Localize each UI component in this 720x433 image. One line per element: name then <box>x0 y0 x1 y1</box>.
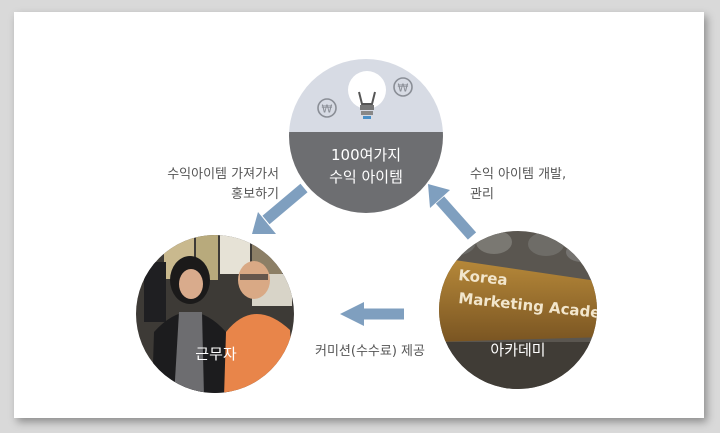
edge-label-right-left: 커미션(수수료) 제공 <box>315 344 425 359</box>
worker-photo <box>136 235 294 393</box>
academy-photo: Korea Marketing Academy <box>439 231 597 389</box>
edge-label-center-left-line1: 수익아이템 가져가서 <box>167 167 279 182</box>
academy-node: Korea Marketing Academy 아카데미 <box>439 231 597 389</box>
arrow-center-to-left <box>252 183 308 234</box>
academy-node-label: 아카데미 <box>490 341 545 359</box>
academy-sign-line1: Korea <box>458 266 509 289</box>
edge-label-center-left-line2: 홍보하기 <box>231 187 279 202</box>
center-node-label-line1: 100여가지 <box>331 146 401 164</box>
edge-label-right-center-line2: 관리 <box>470 187 494 202</box>
arrow-right-to-left <box>340 302 404 326</box>
worker-node: 근무자 <box>136 235 294 393</box>
lightbulb-icon <box>348 71 386 119</box>
process-diagram: ₩ ₩ 100여가지 수익 아이템 근무자 <box>136 59 597 393</box>
won-coin-icon-left: ₩ <box>317 98 337 118</box>
won-symbol: ₩ <box>322 103 333 116</box>
center-node: ₩ ₩ 100여가지 수익 아이템 <box>289 59 443 213</box>
won-coin-icon-right: ₩ <box>393 77 413 97</box>
diagram-card: ₩ ₩ 100여가지 수익 아이템 근무자 <box>14 12 704 418</box>
arrow-right-to-center <box>428 184 477 240</box>
worker-node-label: 근무자 <box>195 345 237 363</box>
center-node-label-line2: 수익 아이템 <box>329 168 403 186</box>
won-symbol: ₩ <box>398 82 409 95</box>
edge-label-right-center-line1: 수익 아이템 개발, <box>470 167 566 182</box>
